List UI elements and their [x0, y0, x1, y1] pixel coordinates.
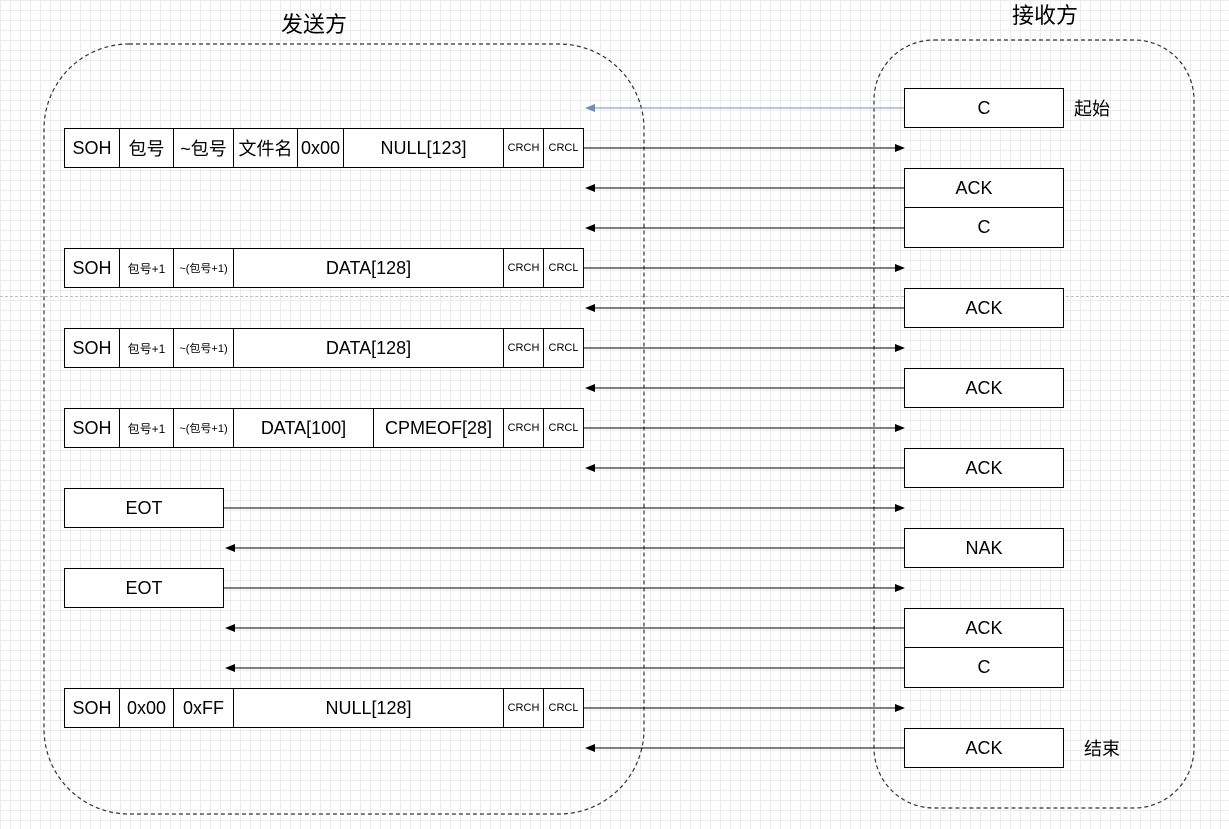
frame-cell: SOH: [64, 688, 120, 728]
frame-cell: CRCL: [544, 688, 584, 728]
frame-cell: CRCL: [544, 128, 584, 168]
frame-cell: CRCL: [544, 328, 584, 368]
frame-cell: SOH: [64, 328, 120, 368]
sender-container: [43, 43, 645, 815]
frame-eot-2: EOT: [64, 568, 224, 608]
receiver-box: ACK: [904, 728, 1064, 768]
frame-cell: ~(包号+1): [174, 328, 234, 368]
frame-cell: 包号+1: [120, 248, 174, 288]
page-guide-line: [0, 296, 1229, 297]
frame-data-2: SOH 包号+1 ~(包号+1) DATA[128] CRCH CRCL: [64, 328, 584, 368]
receiver-container: [873, 39, 1195, 809]
frame-cell: DATA[128]: [234, 328, 504, 368]
frame-cell: 0x00: [298, 128, 344, 168]
frame-cell: ~包号: [174, 128, 234, 168]
frame-cell: EOT: [64, 488, 224, 528]
receiver-box: ACK: [904, 608, 1064, 648]
frame-cell: CRCL: [544, 408, 584, 448]
receiver-box: ACK: [904, 288, 1064, 328]
receiver-title: 接收方: [1012, 3, 1079, 28]
receiver-box: C: [904, 88, 1064, 128]
frame-data-last: SOH 包号+1 ~(包号+1) DATA[100] CPMEOF[28] CR…: [64, 408, 584, 448]
frame-cell: CRCH: [504, 688, 544, 728]
start-label: 起始: [1074, 99, 1110, 119]
frame-cell: CRCH: [504, 128, 544, 168]
receiver-box-label: ACK: [955, 177, 993, 198]
receiver-box: ACK: [904, 168, 1064, 208]
frame-cell: SOH: [64, 408, 120, 448]
receiver-box: ACK: [904, 368, 1064, 408]
frame-cell: SOH: [64, 248, 120, 288]
frame-cell: CRCH: [504, 328, 544, 368]
frame-eot-1: EOT: [64, 488, 224, 528]
frame-cell: CPMEOF[28]: [374, 408, 504, 448]
frame-cell: 包号+1: [120, 408, 174, 448]
frame-header-file: SOH 包号 ~包号 文件名 0x00 NULL[123] CRCH CRCL: [64, 128, 584, 168]
frame-cell: EOT: [64, 568, 224, 608]
frame-cell: 文件名: [234, 128, 298, 168]
frame-cell: 包号: [120, 128, 174, 168]
frame-cell: 0xFF: [174, 688, 234, 728]
sender-title: 发送方: [281, 12, 348, 37]
receiver-box: NAK: [904, 528, 1064, 568]
frame-cell: NULL[123]: [344, 128, 504, 168]
end-label: 结束: [1084, 739, 1120, 759]
frame-cell: NULL[128]: [234, 688, 504, 728]
frame-cell: DATA[100]: [234, 408, 374, 448]
frame-cell: SOH: [64, 128, 120, 168]
receiver-box: C: [904, 648, 1064, 688]
frame-cell: 包号+1: [120, 328, 174, 368]
frame-cell: DATA[128]: [234, 248, 504, 288]
frame-data-1: SOH 包号+1 ~(包号+1) DATA[128] CRCH CRCL: [64, 248, 584, 288]
frame-cell: 0x00: [120, 688, 174, 728]
frame-cell: CRCL: [544, 248, 584, 288]
receiver-box: C: [904, 208, 1064, 248]
receiver-box: ACK: [904, 448, 1064, 488]
frame-cell: ~(包号+1): [174, 248, 234, 288]
frame-cell: CRCH: [504, 248, 544, 288]
frame-cell: CRCH: [504, 408, 544, 448]
frame-cell: ~(包号+1): [174, 408, 234, 448]
frame-end-null: SOH 0x00 0xFF NULL[128] CRCH CRCL: [64, 688, 584, 728]
